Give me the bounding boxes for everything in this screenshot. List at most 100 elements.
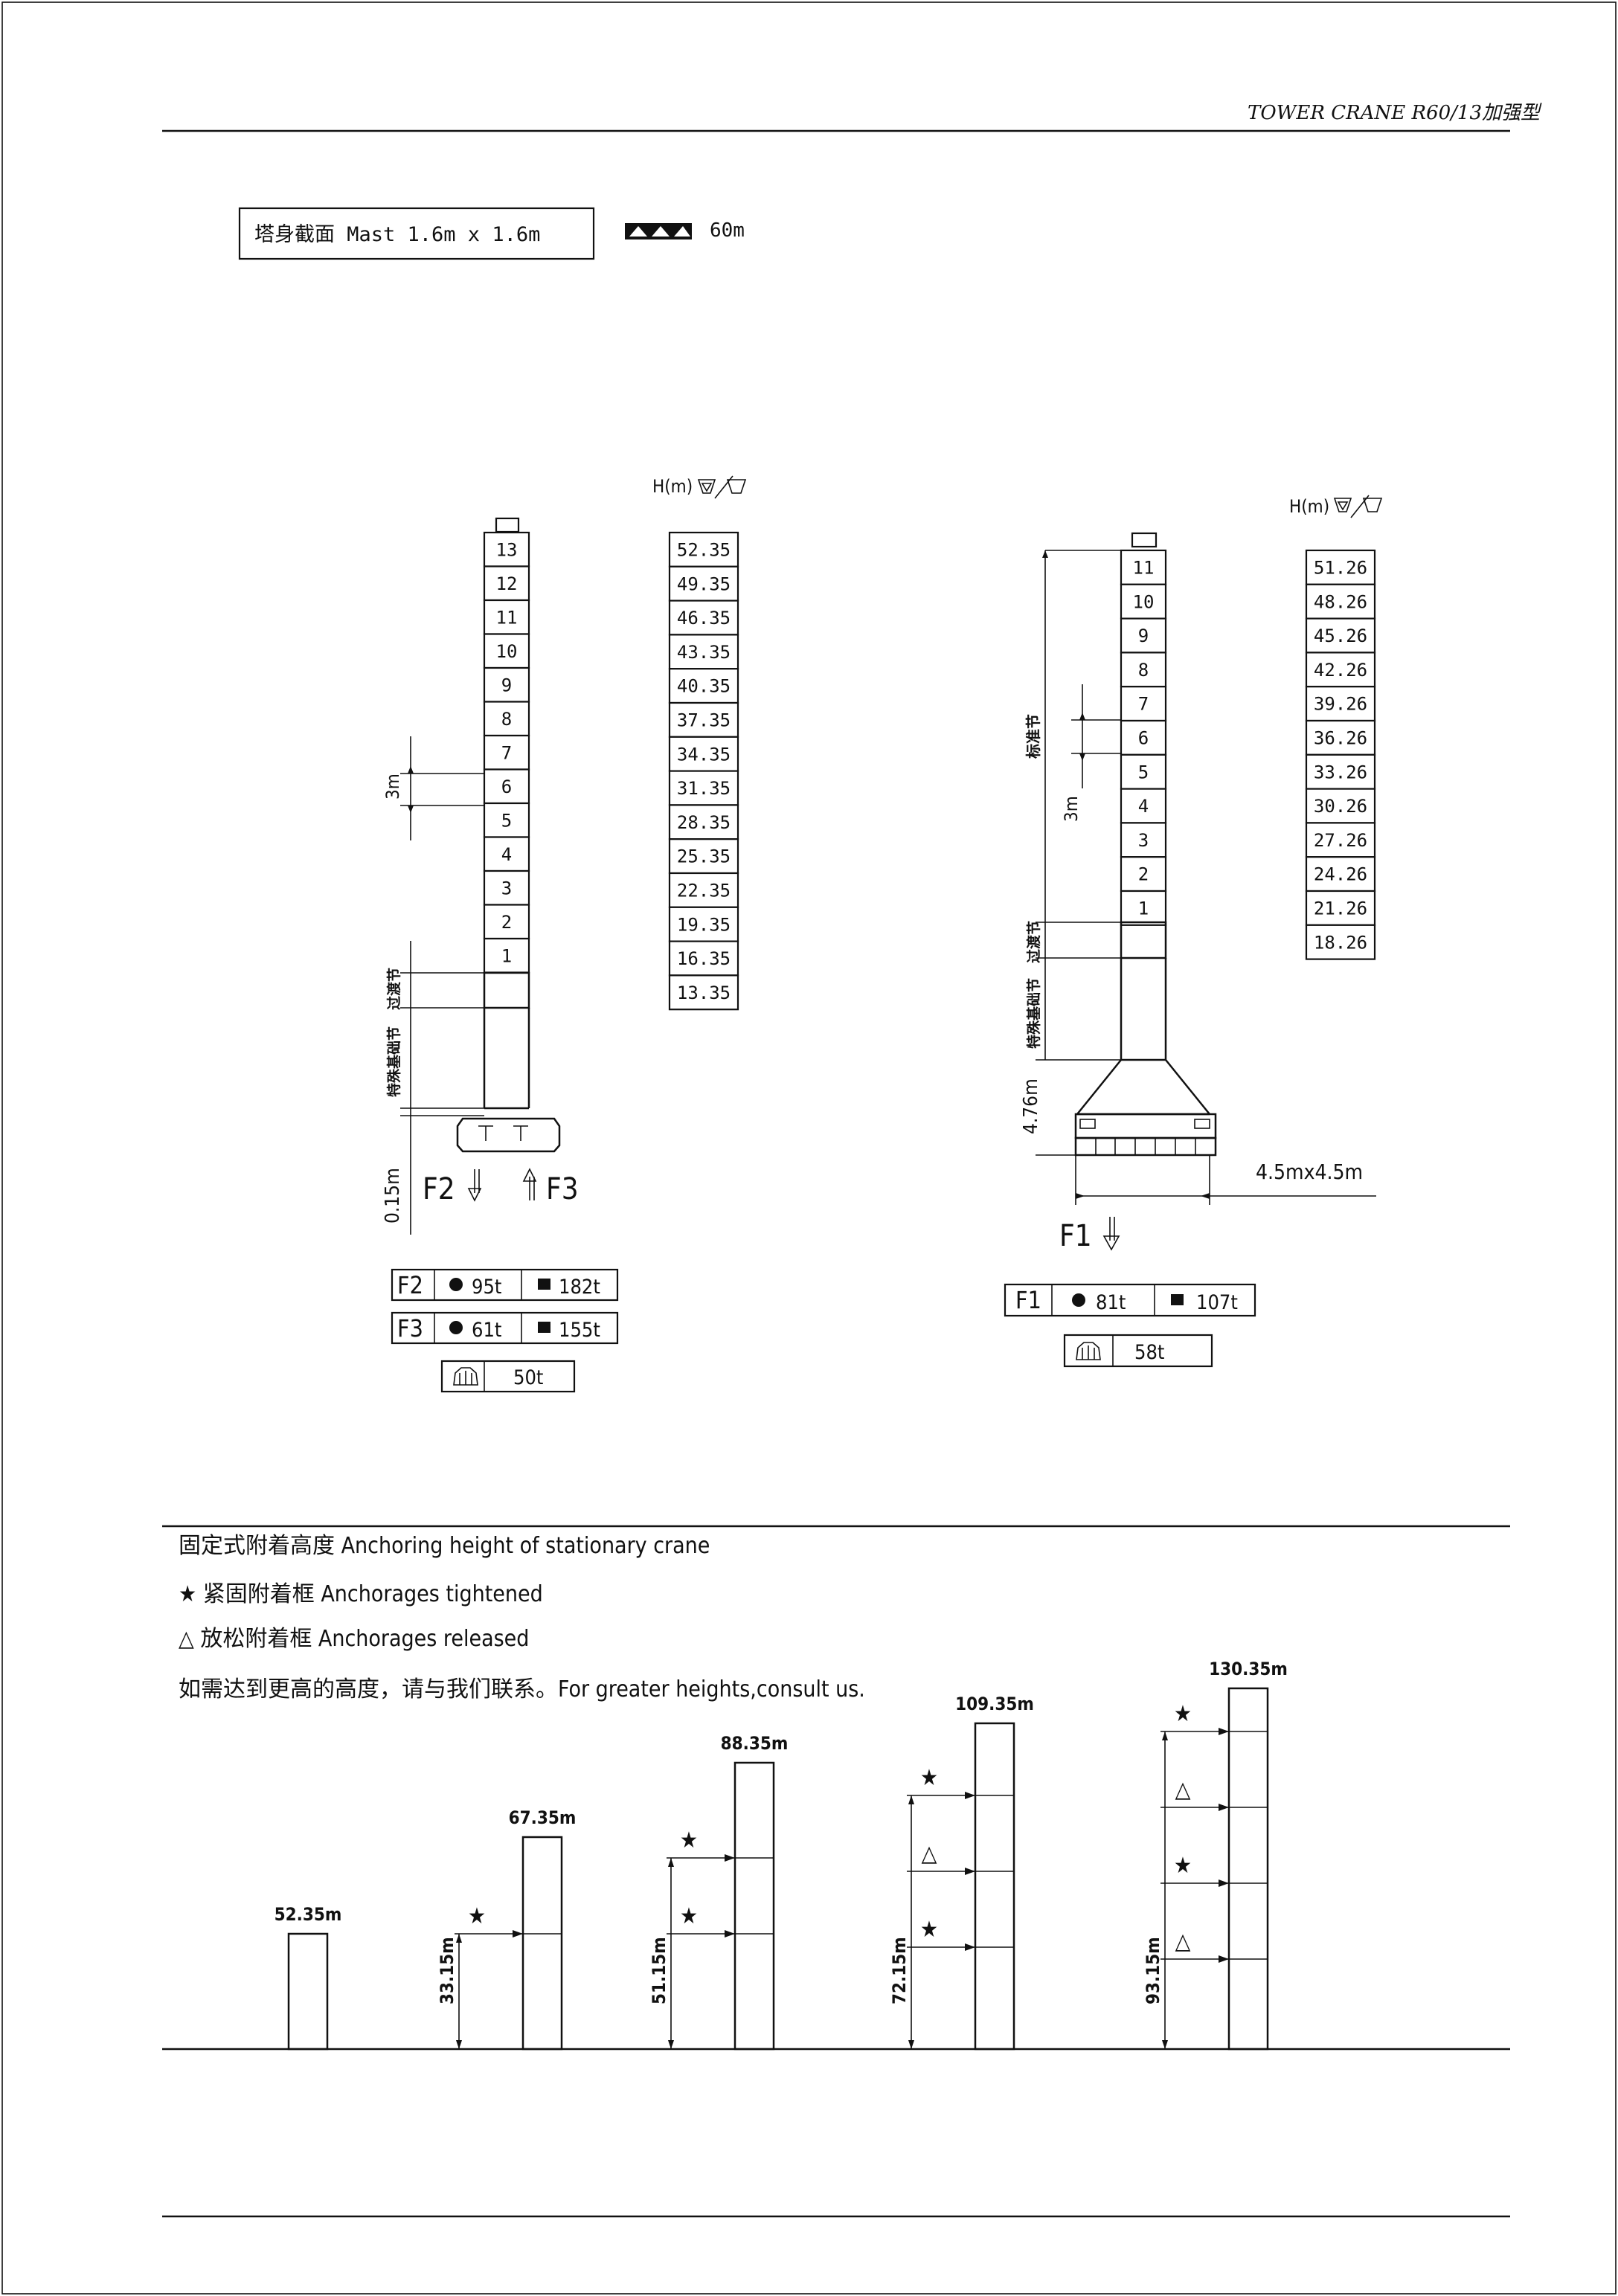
mast-section-cell: 11 [483,599,530,635]
anchor-tightened-icon: ★ [680,1827,698,1853]
anchor-released-icon: △ [922,1841,937,1867]
mast-section-text: 9 [1138,626,1149,646]
anchor-column: 67.35m★33.15m [437,1807,576,2051]
right-dimensions: 标准节 3m 过渡节 特殊基础节 4.76m 4.5mx4.5m [1020,550,1376,1205]
mast-section-text: 10 [1133,591,1155,612]
anchor-tightened-icon: ★ [920,1917,938,1943]
height-cell: 13.35 [668,974,739,1011]
mast-info: 塔身截面 Mast 1.6m x 1.6m 60m [238,207,745,260]
height-text: 51.26 [1314,558,1367,579]
height-cell: 27.26 [1305,822,1376,858]
height-text: 31.35 [677,778,731,799]
right-heights-label: H(m) [1289,496,1329,517]
height-text: 52.35 [677,540,731,561]
mast-section-cell: 6 [1120,719,1167,756]
height-cell: 16.35 [668,940,739,977]
height-text: 13.35 [677,983,731,1003]
anchor-column: 52.35m [275,1904,341,2051]
mast-section-text: 6 [1138,728,1149,749]
mast-section-label: 塔身截面 Mast 1.6m x 1.6m [254,223,540,246]
right-chassis [1074,1059,1217,1157]
force-f2-arrow-down [467,1169,482,1202]
height-cell: 22.35 [668,872,739,908]
height-cell: 18.26 [1305,924,1376,960]
height-text: 48.26 [1314,591,1367,612]
height-cell: 42.26 [1305,652,1376,688]
mast-section-text: 4 [1138,796,1149,817]
mast-section-text: 5 [1138,762,1149,782]
anchor-tightened-icon: ★ [680,1903,698,1929]
moving-load-icon [449,1321,463,1334]
mast-section-cell: 4 [1120,788,1167,824]
height-text: 45.26 [1314,626,1367,646]
right-ballast-value: 58t [1134,1341,1164,1364]
height-cell: 34.35 [668,736,739,772]
stationary-load-icon [1171,1294,1184,1305]
height-text: 27.26 [1314,830,1367,851]
height-cell: 28.35 [668,804,739,840]
left-transition-section [483,971,530,1009]
right-force-arrow: F1 [1059,1217,1120,1253]
mast-section-text: 1 [1138,898,1149,919]
height-text: 22.35 [677,881,731,901]
anchor-height-dimension: 51.15m [649,1937,670,2004]
height-cell: 43.35 [668,634,739,670]
height-text: 49.35 [677,573,731,594]
moving-load-icon [449,1278,463,1291]
height-text: 30.26 [1314,796,1367,817]
right-ballast-table: 58t [1063,1334,1213,1368]
left-dimensions: 3m 过渡节 特殊基础节 0.15m [382,736,484,1235]
left-mast-cap [495,517,520,533]
mast-section-text: 4 [501,844,512,865]
mast-section-cell: 13 [483,531,530,567]
mast-section-cell: 7 [1120,686,1167,722]
right-transition-section [1120,921,1167,959]
left-load-table-f3: F3 61t 155t [391,1311,619,1345]
stationary-load-icon [538,1279,550,1290]
legend-released: △ 放松附着框 Anchorages released [179,1626,529,1652]
anchor-released-icon: ★ [1174,1701,1192,1727]
height-text: 19.35 [677,914,731,935]
height-text: 39.26 [1314,694,1367,715]
anchor-column: 130.35m△★△★93.15m [1143,1659,1288,2051]
left-height-column: 52.3549.3546.3543.3540.3537.3534.3531.35… [668,531,739,1011]
hook-height-icon [1333,495,1383,518]
anchor-column: 109.35m★△★72.15m [889,1694,1034,2051]
mast-section-text: 3 [501,878,512,898]
mast-section-cell: 4 [483,836,530,872]
height-cell: 21.26 [1305,890,1376,926]
column-height-label: 109.35m [955,1694,1034,1714]
height-cell: 49.35 [668,565,739,602]
height-cell: 36.26 [1305,719,1376,756]
left-dim-transition: 过渡节 [385,968,402,1010]
mast-section-text: 7 [501,742,512,763]
height-text: 21.26 [1314,898,1367,919]
mast-section-cell: 5 [1120,753,1167,790]
left-force-arrows: F2 F3 [423,1168,579,1206]
height-cell: 33.26 [1305,753,1376,790]
ballast-icon [1076,1342,1101,1360]
anchor-column: 88.35m★★51.15m [649,1733,788,2051]
load-f3-b: 155t [559,1319,600,1342]
height-cell: 25.35 [668,838,739,875]
anchor-height-dimension: 72.15m [889,1937,910,2004]
hook-height-icon [697,475,747,499]
right-load-table-f1: F1 81t 107t [1004,1283,1256,1317]
anchor-tightened-icon: △ [1175,1777,1191,1803]
load-f2-a: 95t [472,1276,501,1299]
force-f1-label: F1 [1059,1219,1092,1253]
moving-load-icon [1072,1293,1085,1307]
mast-section-text: 11 [496,607,518,628]
left-ballast-value: 50t [513,1366,543,1389]
height-cell: 31.35 [668,770,739,806]
mast-section-text: 8 [501,709,512,730]
height-text: 28.35 [677,812,731,833]
load-f2-label: F2 [397,1271,423,1299]
load-f1-a: 81t [1096,1291,1126,1314]
right-dim-base-size: 4.5mx4.5m [1256,1160,1363,1184]
mast-section-text: 2 [1138,864,1149,885]
